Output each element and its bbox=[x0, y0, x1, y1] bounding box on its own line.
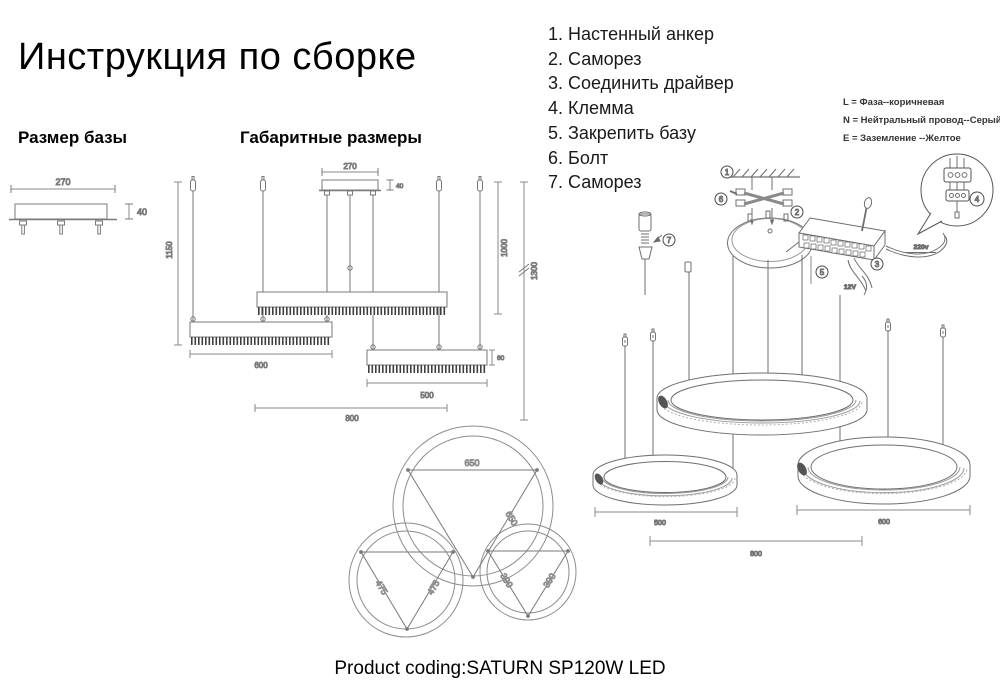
rings-top-view: 650 650 475 475 390 390 bbox=[348, 425, 577, 638]
assembly-diagram: 500 600 800 bbox=[592, 153, 994, 559]
terminal-detail-bubble bbox=[916, 153, 994, 236]
chord-650-top: 650 bbox=[464, 458, 479, 468]
dim-ring-600: 600 bbox=[878, 519, 890, 526]
parts-list-item: 3. Соединить драйвер bbox=[548, 73, 734, 94]
page-title: Инструкция по сборке bbox=[18, 36, 417, 78]
chord-475-left: 475 bbox=[373, 578, 389, 596]
parts-list-item: 6. Болт bbox=[548, 147, 609, 168]
parts-list-item: 4. Клемма bbox=[548, 98, 634, 119]
parts-list-item: 7. Саморез bbox=[548, 172, 642, 193]
base-width-dim: 270 bbox=[55, 177, 70, 187]
dim-60-bar-height: 60 bbox=[497, 355, 505, 362]
parts-list: 1. Настенный анкер 2. Саморез 3. Соедини… bbox=[548, 22, 734, 195]
base-size-diagram: 270 40 bbox=[9, 177, 148, 235]
low-voltage-label: 12V bbox=[844, 284, 857, 291]
cable-gripper-part bbox=[638, 211, 692, 295]
dim-800-span: 800 bbox=[345, 414, 359, 423]
ring-small bbox=[592, 454, 738, 506]
ring-large bbox=[656, 372, 868, 436]
legend-line-neutral: N = Нейтральный провод--Серый bbox=[843, 115, 1000, 126]
dim-ring-500: 500 bbox=[654, 520, 666, 527]
ceiling-hatch bbox=[731, 168, 800, 178]
dim-1300: 1300 bbox=[530, 262, 539, 280]
overall-size-section-label: Габаритные размеры bbox=[240, 128, 422, 147]
callout-5: 5 bbox=[820, 268, 825, 277]
dim-270-plate: 270 bbox=[343, 162, 357, 171]
legend-line-earth: E = Заземление --Желтое bbox=[843, 133, 961, 144]
screwdriver-icon bbox=[861, 197, 873, 232]
vertical-dimensions bbox=[174, 181, 530, 421]
ring-dimensions bbox=[594, 505, 971, 546]
parts-list-item: 2. Саморез bbox=[548, 48, 642, 69]
callout-3: 3 bbox=[875, 260, 880, 269]
terminal-strip bbox=[802, 234, 872, 258]
callout-4: 4 bbox=[975, 195, 980, 204]
dim-40-plate: 40 bbox=[396, 183, 404, 190]
chord-390-right: 390 bbox=[541, 571, 557, 589]
base-height-dim: 40 bbox=[137, 207, 147, 217]
dim-500-bar: 500 bbox=[420, 391, 434, 400]
wall-anchor-bolts bbox=[751, 177, 773, 190]
dim-600-bar: 600 bbox=[254, 361, 268, 370]
callout-2: 2 bbox=[795, 208, 800, 217]
dim-ring-800: 800 bbox=[750, 551, 762, 558]
callout-6: 6 bbox=[719, 195, 724, 204]
callout-markers bbox=[662, 165, 985, 279]
ring-medium bbox=[797, 436, 971, 505]
callout-7: 7 bbox=[667, 236, 672, 245]
chord-triangles bbox=[359, 468, 570, 631]
parts-list-item: 5. Закрепить базу bbox=[548, 122, 696, 143]
legend-line-phase: L = Фаза--коричневая bbox=[843, 97, 945, 108]
overall-dimensions-diagram: 1150 1000 1300 600 500 800 60 270 40 bbox=[165, 162, 540, 424]
chord-390-left: 390 bbox=[498, 571, 514, 589]
chord-475-right: 475 bbox=[425, 578, 441, 596]
mounting-bracket bbox=[729, 188, 793, 226]
dim-1000: 1000 bbox=[500, 239, 509, 257]
horizontal-dimensions bbox=[189, 349, 495, 412]
dim-1150: 1150 bbox=[165, 241, 174, 259]
product-coding: Product coding:SATURN SP120W LED bbox=[334, 658, 666, 679]
parts-list-item: 1. Настенный анкер bbox=[548, 24, 714, 44]
led-driver-box bbox=[798, 197, 886, 262]
base-connectors bbox=[19, 220, 103, 235]
mains-voltage-label: 220v bbox=[913, 244, 928, 251]
driver-wires bbox=[785, 232, 948, 296]
callout-1: 1 bbox=[725, 168, 730, 177]
base-size-section-label: Размер базы bbox=[18, 128, 128, 147]
wire-color-legend: L = Фаза--коричневая N = Нейтральный про… bbox=[843, 94, 1000, 148]
